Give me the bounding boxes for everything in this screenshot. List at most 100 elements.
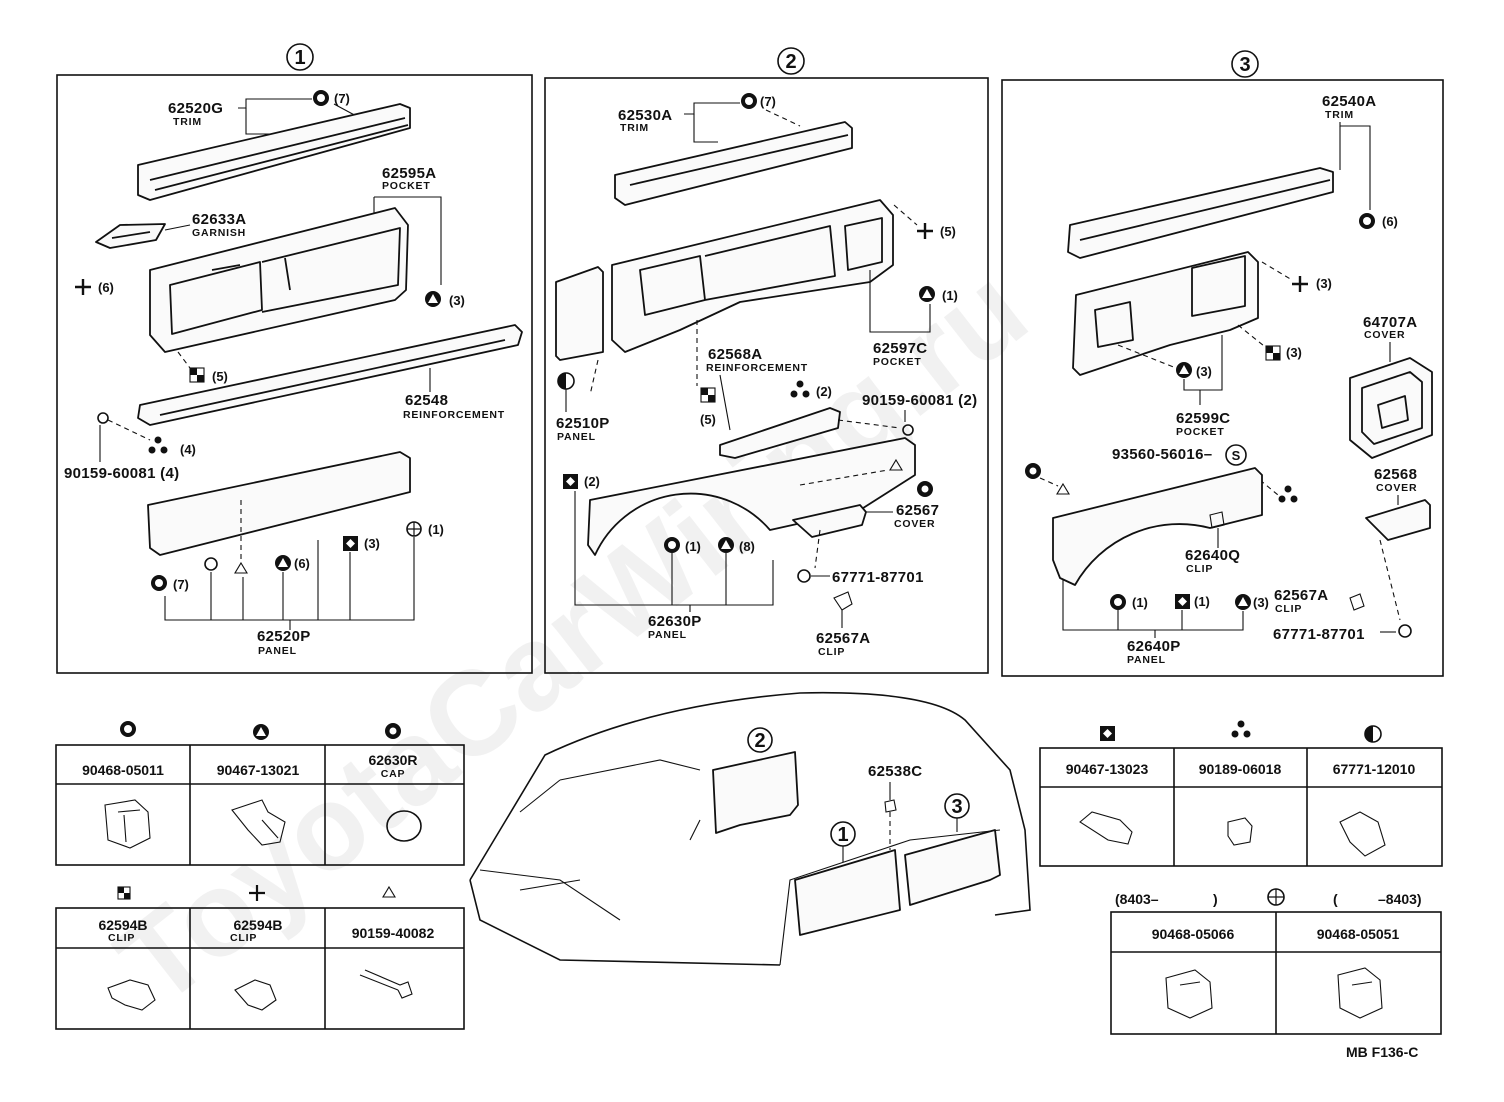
screw-clip-icon [382, 885, 396, 898]
clip-90468-05051-icon [1337, 967, 1383, 1019]
s-clip-93560-56016-callout[interactable]: 93560-56016– S [1112, 444, 1247, 466]
dot-clip-qty-1-p3[interactable]: (1) [1110, 594, 1148, 610]
table-c [1039, 747, 1443, 867]
triangle-clip-qty-3[interactable]: (3) [425, 291, 465, 308]
panel-62630p-callout[interactable]: 62630P PANEL [574, 491, 774, 641]
table-c-cell-3[interactable]: 67771-12010 [1333, 761, 1416, 857]
svg-text:62640P: 62640P [1127, 638, 1181, 655]
check-clip-qty-5[interactable]: (5) [177, 351, 228, 384]
panel-62520p-part [147, 451, 411, 556]
cross-clip-qty-3[interactable]: (3) [1261, 261, 1332, 292]
svg-text:2: 2 [754, 730, 765, 752]
clip-62594b-icon-2 [234, 979, 277, 1011]
panel-62520p-callout[interactable]: (3) (1) (7) (6) 62520P PANEL [151, 500, 444, 657]
diamond-clip-qty-2[interactable]: (2) [563, 474, 600, 489]
svg-text:(5): (5) [700, 412, 716, 427]
triangle-clip-qty-1[interactable]: (1) [919, 286, 958, 303]
check-clip-qty-5-p2[interactable]: (5) [696, 320, 716, 427]
svg-text:(2): (2) [816, 384, 832, 399]
pocket-62599c-callout[interactable]: 62599C POCKET [1176, 335, 1230, 438]
section-number-3[interactable]: 3 [1231, 50, 1259, 78]
table-b-cell-3[interactable]: 90159-40082 [352, 925, 435, 999]
svg-text:62567A: 62567A [1274, 587, 1328, 604]
panel-62630p-part [587, 437, 916, 556]
check-clip-qty-3[interactable]: (3) [1237, 324, 1302, 361]
tri-clip-icon-p3[interactable] [1259, 479, 1298, 503]
svg-text:62530A: 62530A [618, 107, 672, 124]
svg-text:–8403): –8403) [1378, 891, 1422, 907]
vehicle-part-62538c[interactable]: 62538C [868, 763, 922, 850]
svg-text:CLIP: CLIP [230, 932, 257, 944]
trim-62540a-callout[interactable]: 62540A TRIM (6) [1322, 93, 1398, 229]
cover-64707a-callout[interactable]: 64707A COVER [1363, 314, 1417, 362]
diamond-clip-qty-1-p3[interactable]: (1) [1175, 594, 1210, 609]
cover-64707a-part [1349, 357, 1433, 459]
section-number-1[interactable]: 1 [286, 43, 314, 71]
trim-62530a-callout[interactable]: 62530A TRIM (7) [618, 93, 801, 143]
svg-text:(6): (6) [98, 280, 114, 295]
screw-90159-60081-callout[interactable]: (4) 90159-60081 (4) [64, 412, 196, 482]
screw-90159-60081-p2-callout[interactable]: 90159-60081 (2) [837, 392, 977, 436]
table-a-cell-3[interactable]: 62630R CAP [368, 752, 422, 842]
tri-clip-icon [1231, 720, 1251, 738]
panel-62640p-callout[interactable]: 62640P PANEL [1062, 580, 1244, 666]
svg-text:(8): (8) [739, 539, 755, 554]
table-a-cell-1[interactable]: 90468-05011 [82, 762, 164, 849]
cross-clip-qty-6[interactable]: (6) [75, 279, 114, 295]
table-b-cell-2[interactable]: 62594B CLIP [230, 917, 283, 1011]
svg-text:(7): (7) [173, 577, 189, 592]
svg-text:(1): (1) [428, 522, 444, 537]
svg-text:TRIM: TRIM [1325, 109, 1354, 121]
panel-62510p-part [555, 266, 604, 361]
reinforcement-62548-callout[interactable]: 62548 REINFORCEMENT [403, 368, 505, 421]
triangle-clip-qty-3-p3[interactable]: (3) [1117, 344, 1212, 379]
table-a-cell-2[interactable]: 90467-13021 [217, 762, 300, 846]
table-d-cell-2[interactable]: 90468-05051 [1317, 926, 1400, 1019]
svg-text:62520G: 62520G [168, 100, 223, 117]
bolt-67771-87701-callout[interactable]: 67771-87701 [797, 529, 924, 586]
cover-62568-callout[interactable]: 62568 COVER [1374, 466, 1417, 505]
svg-text:90468-05066: 90468-05066 [1152, 926, 1235, 942]
svg-text:90467-13023: 90467-13023 [1066, 761, 1149, 777]
clip-62567a-p3-callout[interactable]: 62567A CLIP [1274, 539, 1401, 621]
triangle-clip-qty-8[interactable]: (8) [718, 537, 755, 554]
table-c-cell-2[interactable]: 90189-06018 [1199, 761, 1282, 846]
reinforcement-62548-part [137, 324, 523, 426]
screw-clip-icon [234, 561, 248, 574]
cross-clip-qty-5[interactable]: (5) [893, 204, 956, 239]
svg-text:(1): (1) [1132, 595, 1148, 610]
reinforcement-62568a-callout[interactable]: 62568A REINFORCEMENT [706, 346, 808, 431]
cap-clip-icon-p3[interactable] [1025, 463, 1070, 495]
svg-text:(3): (3) [1286, 345, 1302, 360]
table-c-cell-1[interactable]: 90467-13023 [1066, 761, 1149, 845]
bolt-67771-87701-p3-callout[interactable]: 67771-87701 [1273, 624, 1412, 643]
triangle-clip-qty-3-p3b[interactable]: (3) [1235, 594, 1269, 610]
clip-90468-05066-icon [1165, 969, 1213, 1019]
footer-code: MB F136-C [1346, 1044, 1418, 1060]
pocket-62597c-callout[interactable]: 62597C POCKET [869, 270, 931, 368]
svg-text:(3): (3) [1316, 276, 1332, 291]
svg-text:COVER: COVER [894, 518, 935, 530]
dot-clip-qty-1-p2[interactable]: (1) [664, 537, 701, 554]
table-d-cell-1[interactable]: 90468-05066 [1152, 926, 1235, 1019]
svg-text:PANEL: PANEL [258, 645, 297, 657]
vehicle-label-2[interactable]: 2 [747, 727, 773, 753]
cover-62567-callout[interactable]: 62567 COVER [799, 458, 939, 530]
svg-text:PANEL: PANEL [1127, 654, 1166, 666]
section-number-2[interactable]: 2 [777, 47, 805, 75]
table-b-cell-1[interactable]: 62594B CLIP [98, 917, 156, 1011]
svg-text:(7): (7) [334, 91, 350, 106]
tri-clip-qty-2[interactable]: (2) [790, 380, 832, 400]
vehicle-label-1[interactable]: 1 [830, 821, 856, 862]
plus-clip-icon [1267, 888, 1285, 906]
cover-62568-part [1365, 499, 1431, 541]
dot-clip-qty-7: (7) [151, 575, 189, 592]
svg-text:(6): (6) [1382, 214, 1398, 229]
clip-62567a-callout[interactable]: 62567A CLIP [816, 591, 870, 658]
clip-90467-13023-icon [1079, 811, 1133, 845]
vehicle-label-3[interactable]: 3 [944, 793, 970, 832]
clip-62640q-callout[interactable]: 62640Q CLIP [1185, 511, 1240, 575]
garnish-62633a-callout[interactable]: 62633A GARNISH [164, 211, 246, 239]
svg-text:90159-60081 (4): 90159-60081 (4) [64, 465, 179, 482]
panel-62510p-callout[interactable]: 62510P PANEL [556, 359, 610, 443]
